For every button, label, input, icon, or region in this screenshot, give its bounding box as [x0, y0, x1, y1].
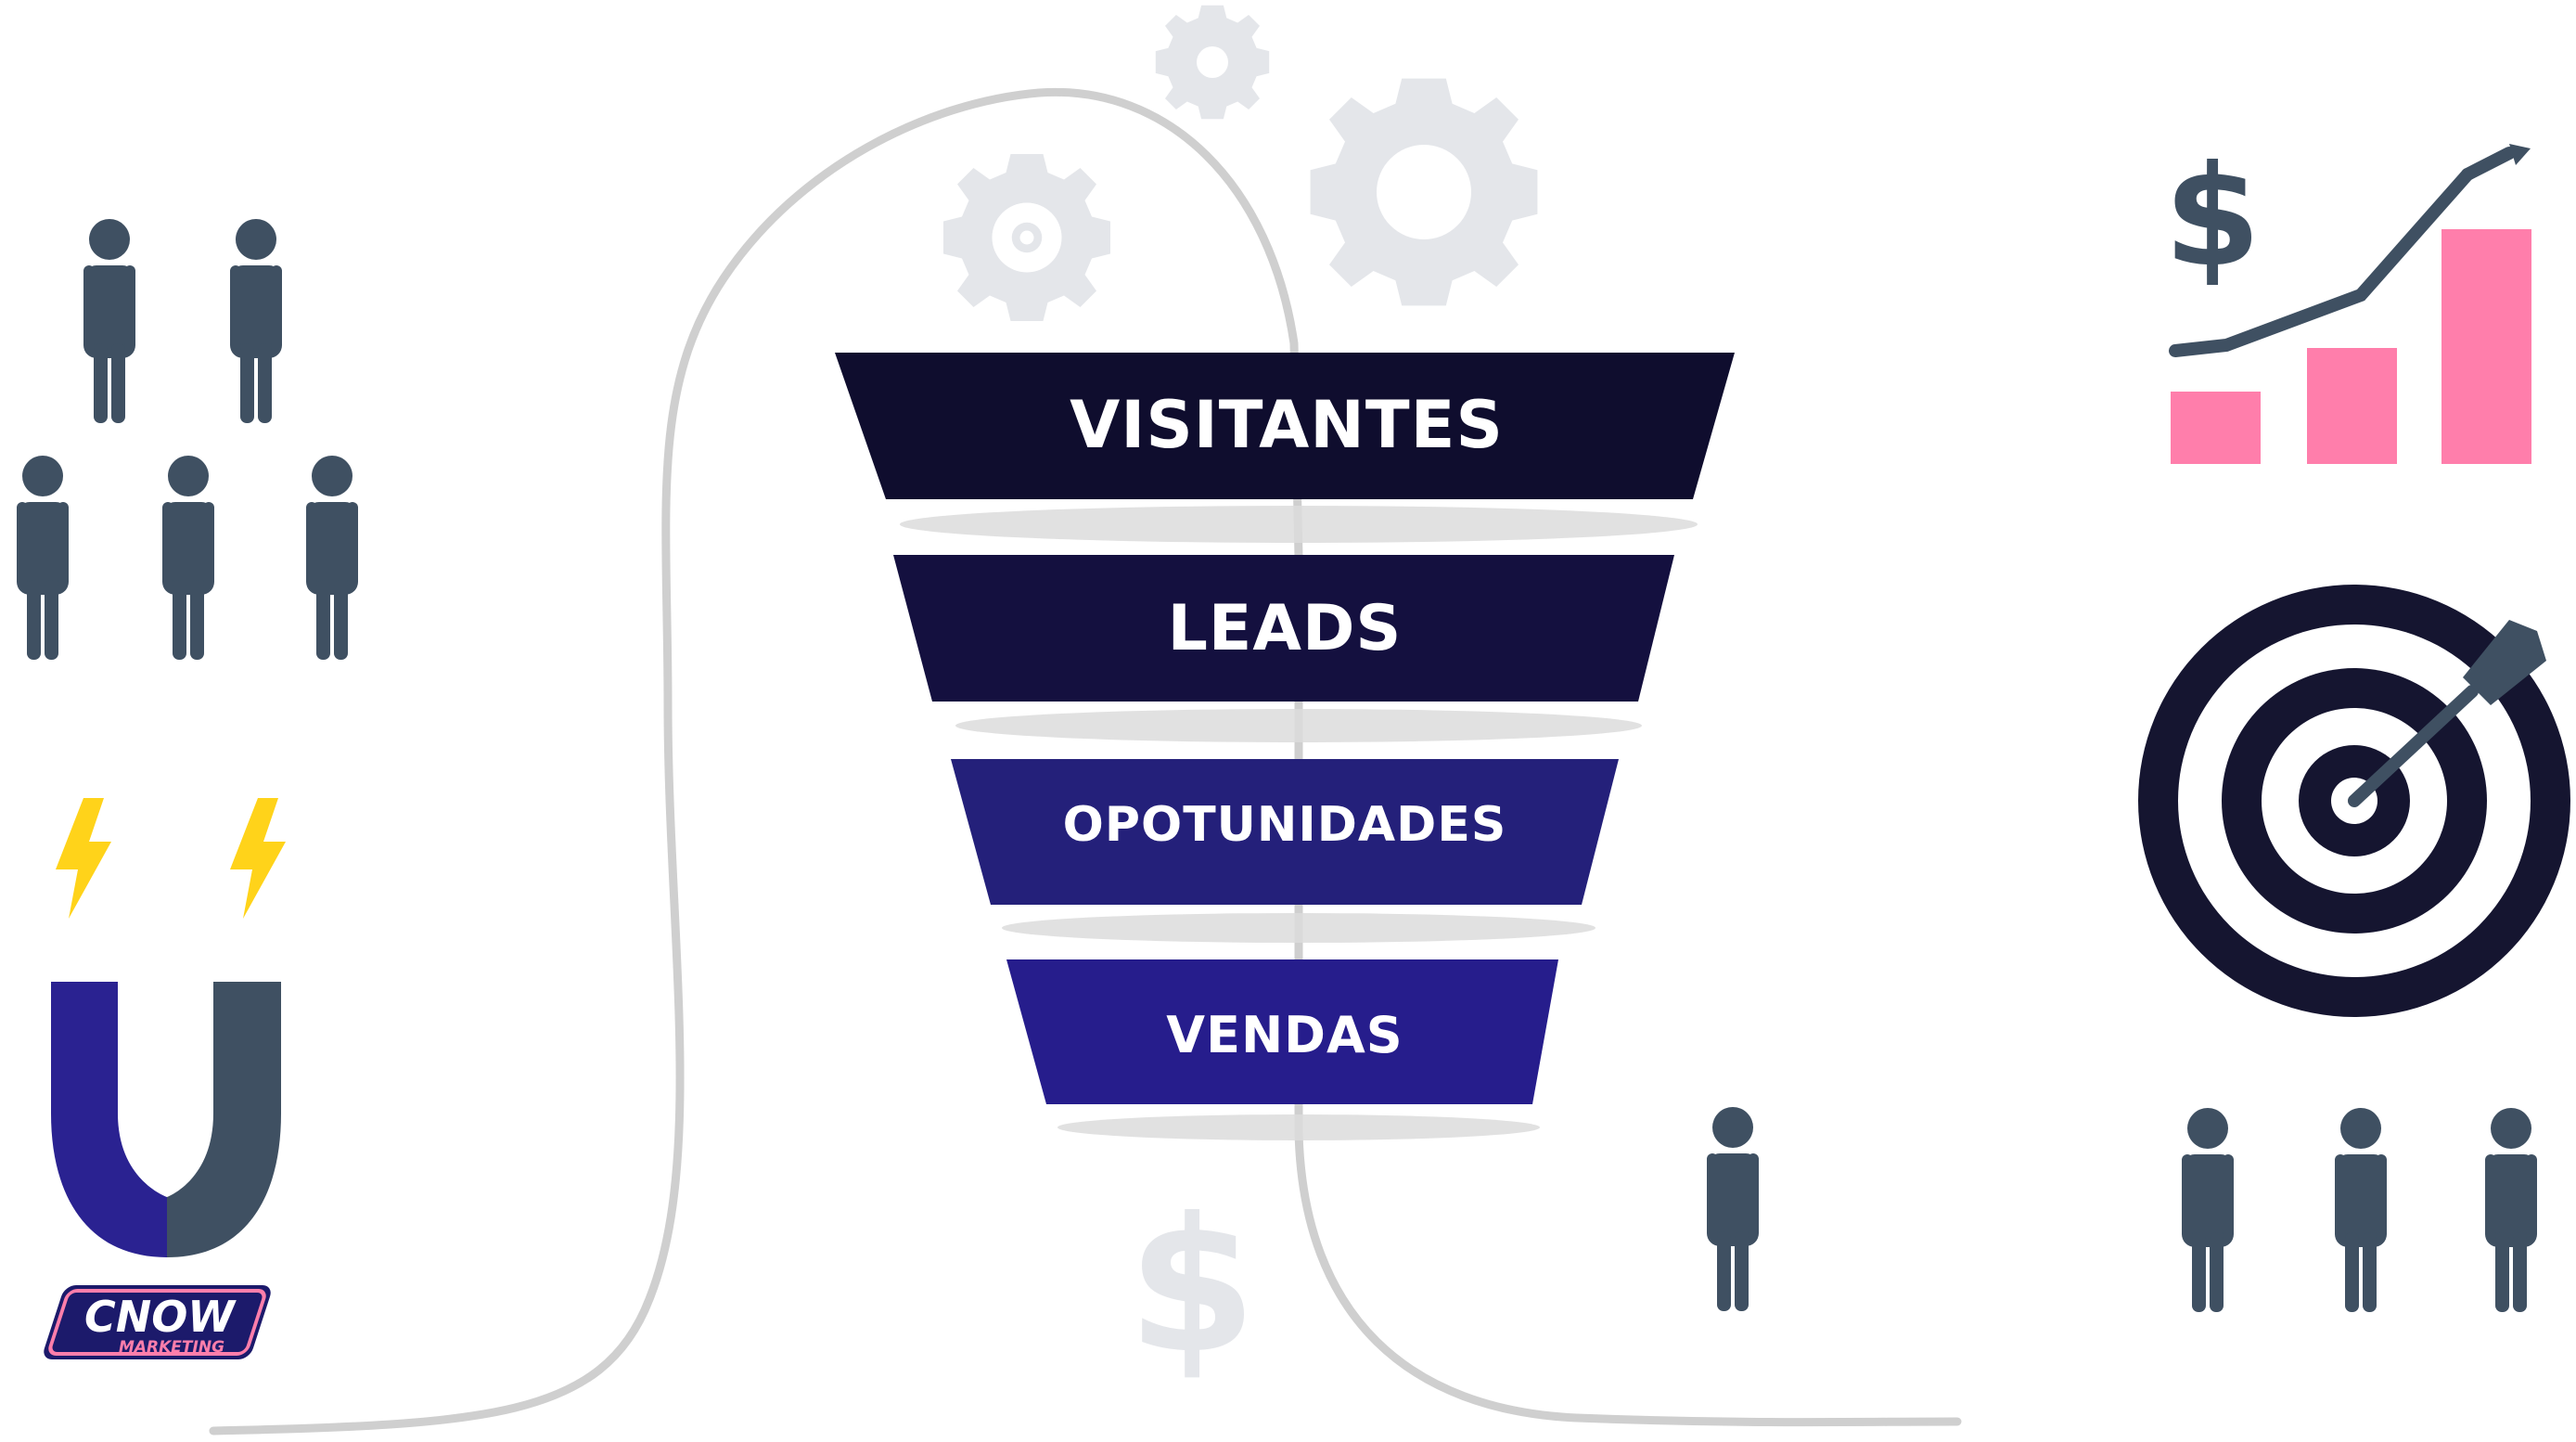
people-group-left — [17, 219, 358, 660]
bar-chart-icon — [2171, 229, 2531, 464]
lightning-icon — [56, 798, 111, 919]
funnel-stage-vendas: VENDAS — [1006, 959, 1558, 1104]
person-icon — [1707, 1107, 1759, 1311]
dollar-icon: $ — [2164, 136, 2261, 298]
people-group-right — [2182, 1108, 2537, 1312]
funnel-stage-label: OPOTUNIDADES — [1063, 797, 1507, 853]
person-icon — [83, 219, 135, 423]
sales-funnel: VISITANTES LEADS OPOTUNIDADES VENDAS — [835, 353, 1735, 1104]
funnel-stage-label: VISITANTES — [1070, 387, 1504, 463]
dollar-icon: $ — [1127, 1178, 1256, 1395]
funnel-stage-opotunidades: OPOTUNIDADES — [951, 759, 1619, 905]
gear-icon — [1310, 78, 1538, 306]
brand-logo: CNOW MARKETING — [44, 1285, 271, 1359]
gear-icon — [1155, 5, 1270, 120]
lightning-icon — [230, 798, 286, 919]
flow-path — [209, 87, 1962, 1436]
gear-icon — [943, 154, 1110, 321]
person-icon — [17, 456, 69, 660]
person-icon — [306, 456, 358, 660]
person-icon — [230, 219, 282, 423]
magnet-icon — [51, 982, 281, 1257]
funnel-stage-label: VENDAS — [1166, 1006, 1403, 1064]
trend-line-icon — [2169, 144, 2531, 357]
person-icon — [162, 456, 214, 660]
person-icon — [2335, 1108, 2387, 1312]
logo-tagline-text: MARKETING — [119, 1338, 224, 1357]
person-icon — [2182, 1108, 2234, 1312]
funnel-stage-leads: LEADS — [893, 555, 1674, 702]
person-icon — [2485, 1108, 2537, 1312]
funnel-stage-visitantes: VISITANTES — [835, 353, 1735, 499]
funnel-shadows — [900, 506, 1698, 1140]
funnel-stage-label: LEADS — [1168, 592, 1403, 665]
dart-icon — [2348, 620, 2546, 807]
logo-brand-text: CNOW — [84, 1292, 237, 1342]
